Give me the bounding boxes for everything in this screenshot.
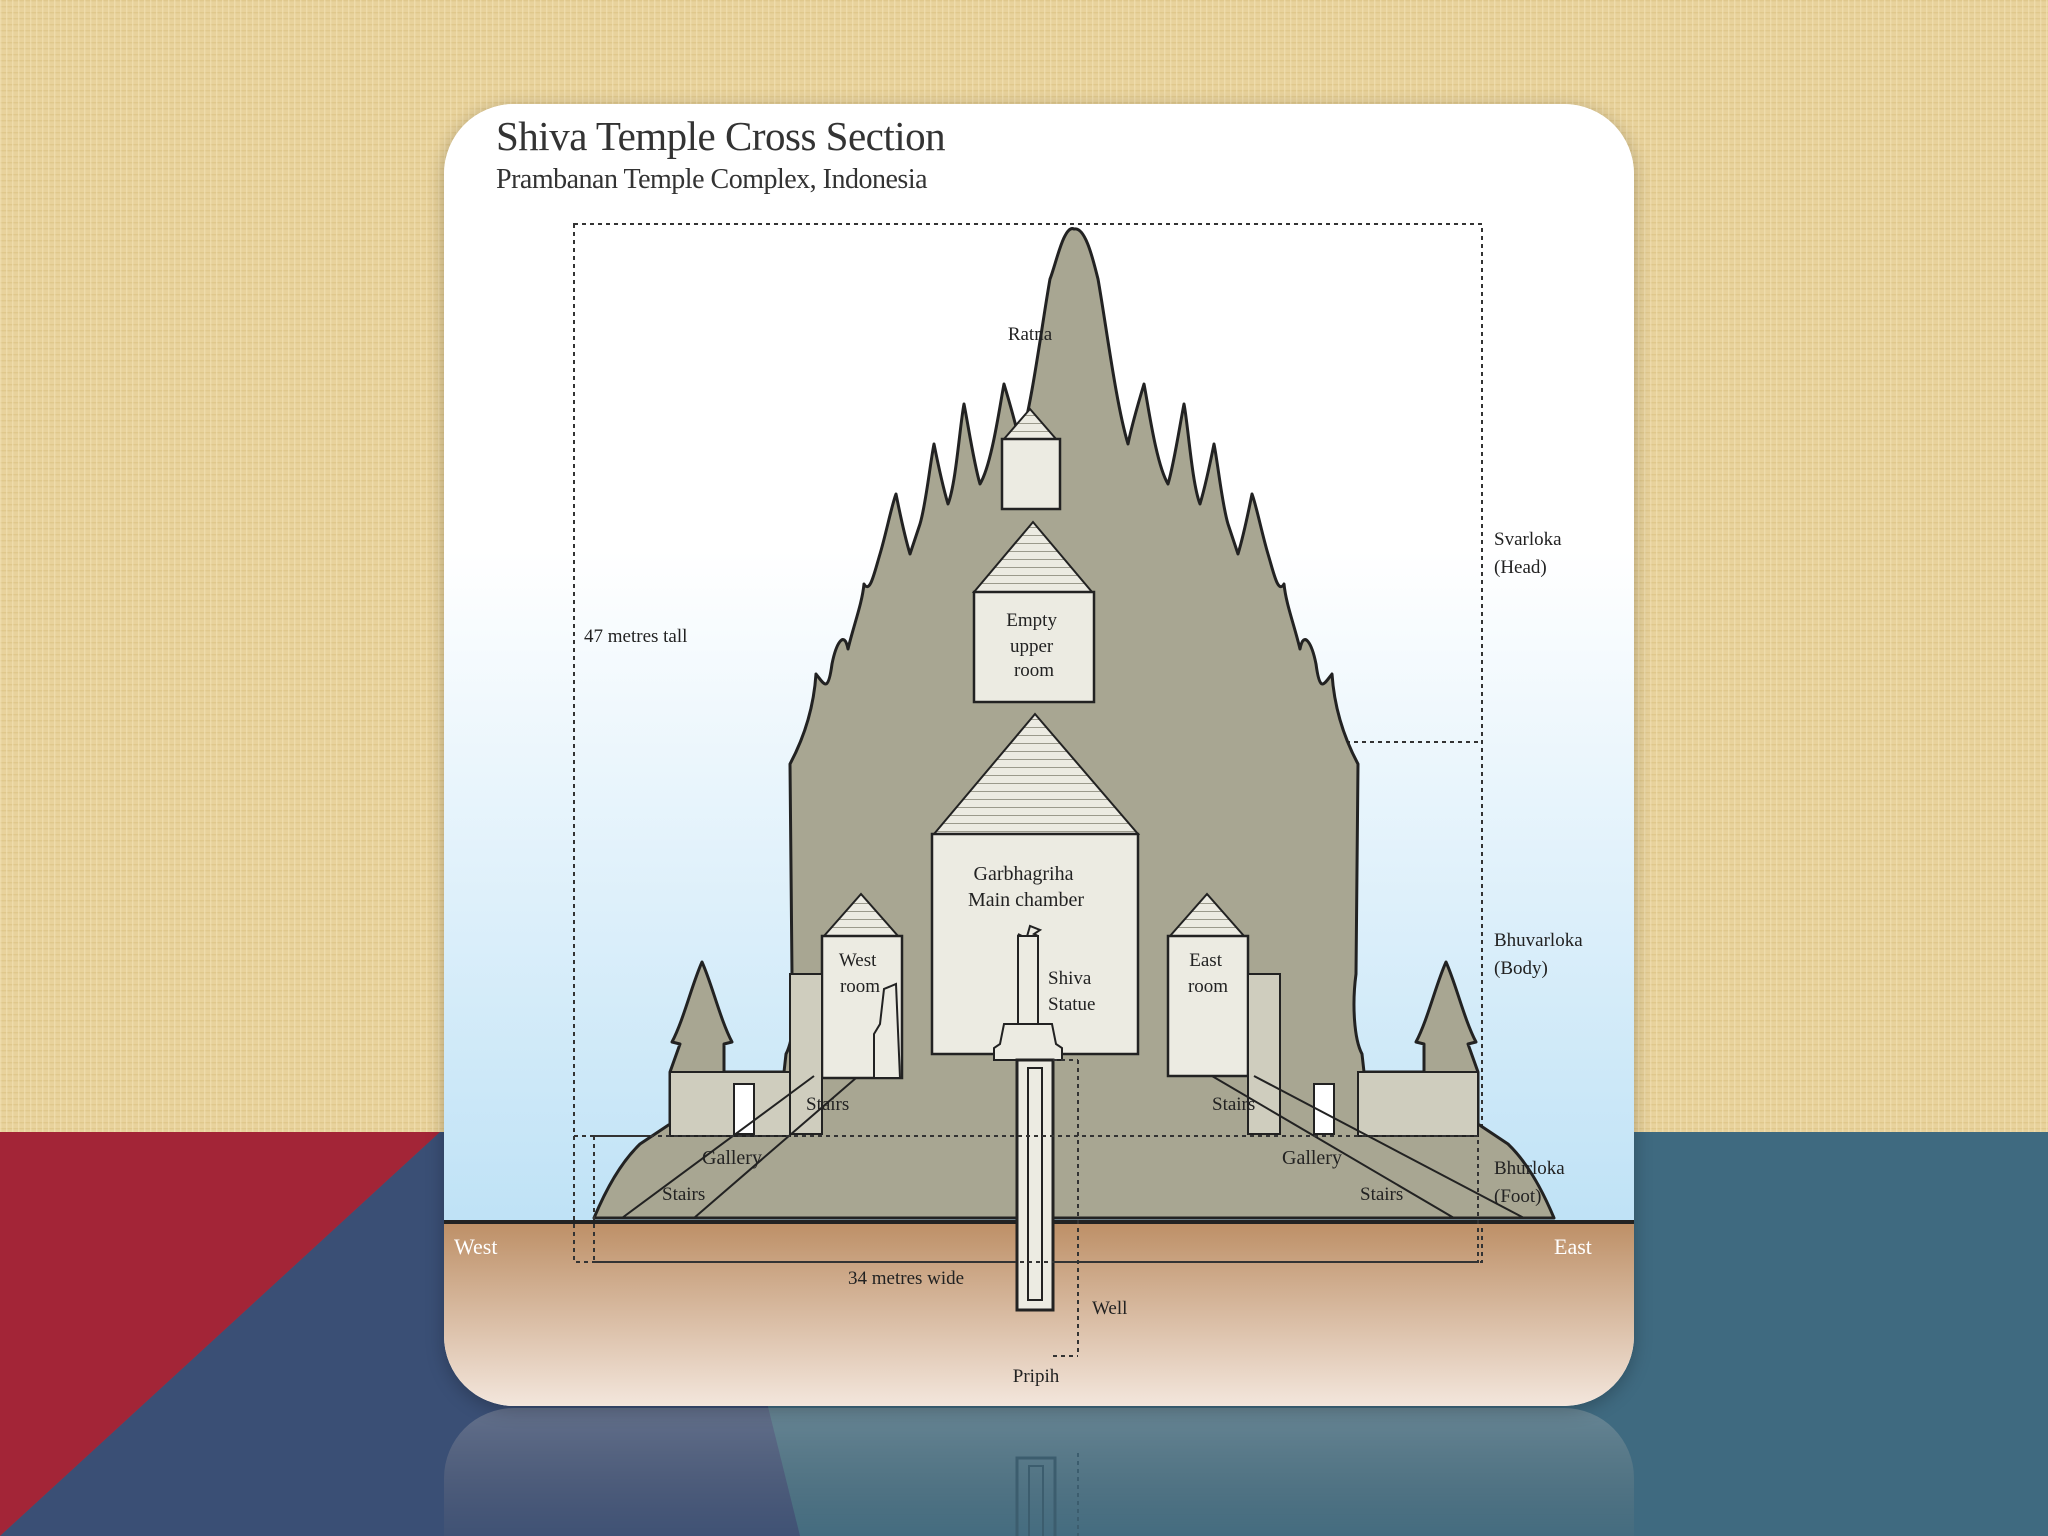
well-shaft [1015, 1058, 1055, 1312]
west-wall [789, 973, 823, 1135]
east-stairs-line-2 [1211, 1075, 1455, 1219]
shiva-statue-pedestal [993, 1023, 1063, 1061]
diagram-subtitle: Prambanan Temple Complex, Indonesia [496, 164, 928, 195]
pripih-label: Pripih [1013, 1366, 1060, 1387]
shiva-statue-label: Shiva Statue [1048, 968, 1096, 1015]
east-stairs-line [1253, 1075, 1525, 1219]
west-room-line-2: room [840, 976, 880, 997]
shiva-statue-line-2: Statue [1048, 994, 1096, 1015]
east-shrine-door [1313, 1083, 1335, 1135]
west-lower-stairs-label: Stairs [662, 1184, 705, 1205]
west-label: West [454, 1234, 497, 1259]
bhurloka-line-1: Bhurloka [1494, 1158, 1565, 1179]
height-label: 47 metres tall [584, 626, 687, 647]
bhuvarloka-line-1: Bhuvarloka [1494, 930, 1583, 951]
bhurloka-label: Bhurloka (Foot) [1494, 1158, 1569, 1207]
east-label: East [1554, 1234, 1592, 1259]
garbhagriha-line-1: Garbhagriha [974, 863, 1074, 885]
west-room-label: West room [839, 950, 881, 997]
empty-upper-room [972, 590, 1096, 704]
svarloka-line-2: (Head) [1494, 557, 1547, 578]
west-room-line-1: West [839, 950, 877, 971]
empty-room-label: Empty upper room [1006, 610, 1061, 681]
east-room-label: East room [1188, 950, 1228, 997]
bhuvarloka-label: Bhuvarloka (Body) [1494, 930, 1587, 979]
east-lower-stairs-label: Stairs [1360, 1184, 1403, 1205]
west-stairs-line [621, 1075, 815, 1219]
diagram-card: Ratna Empty upper room 47 metres tall Ga… [444, 104, 1634, 1406]
red-band [0, 1132, 440, 1536]
west-room-statue [873, 982, 902, 1079]
well-label: Well [1092, 1298, 1127, 1319]
ratna-label: Ratna [1008, 324, 1053, 345]
pripih-chamber [1027, 1067, 1043, 1301]
garbhagriha-line-2: Main chamber [968, 889, 1084, 911]
empty-room-line-3: room [1014, 660, 1054, 681]
temple-cross-section: Ratna Empty upper room 47 metres tall Ga… [444, 104, 1634, 1406]
bhuvarloka-line-2: (Body) [1494, 958, 1548, 979]
width-dimension-box [593, 1135, 1479, 1263]
east-gallery-label: Gallery [1282, 1147, 1342, 1169]
shiva-statue-line-1: Shiva [1048, 968, 1092, 989]
svarloka-label: Svarloka (Head) [1494, 529, 1566, 578]
east-shrine-base [1357, 1071, 1479, 1137]
diagram-reflection [444, 1408, 1634, 1536]
east-room-line-2: room [1188, 976, 1228, 997]
west-shrine-base [669, 1071, 791, 1137]
west-upper-stairs-label: Stairs [806, 1094, 849, 1115]
empty-room-line-2: upper [1010, 636, 1054, 657]
width-label: 34 metres wide [848, 1268, 964, 1289]
west-shrine-door [733, 1083, 755, 1135]
west-gallery-label: Gallery [702, 1147, 762, 1169]
west-stairs-line-2 [693, 1077, 857, 1219]
east-room-line-1: East [1189, 950, 1222, 971]
garbhagriha-label: Garbhagriha Main chamber [968, 863, 1084, 911]
top-room [1000, 437, 1062, 511]
shiva-statue-body [1017, 935, 1039, 1027]
bhurloka-line-2: (Foot) [1494, 1186, 1542, 1207]
svarloka-line-1: Svarloka [1494, 529, 1562, 550]
east-upper-stairs-label: Stairs [1212, 1094, 1255, 1115]
empty-room-line-1: Empty [1006, 610, 1057, 631]
diagram-title: Shiva Temple Cross Section [496, 113, 946, 159]
